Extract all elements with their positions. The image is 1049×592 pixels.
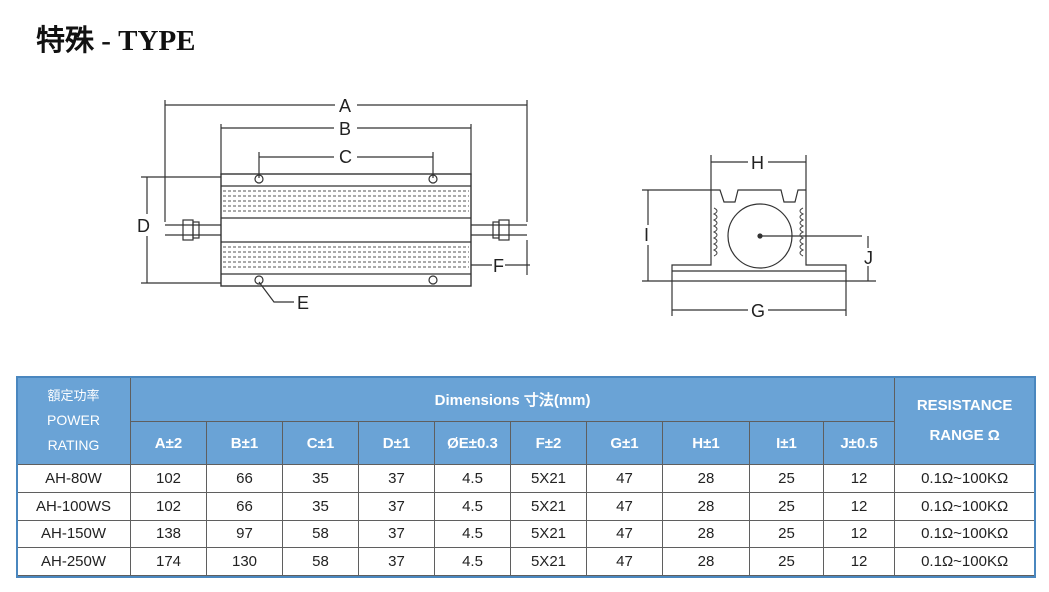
dimension-cell: 4.5	[434, 464, 511, 493]
dimension-cell: 28	[662, 464, 750, 493]
dimension-cell: 58	[282, 519, 359, 549]
dimension-cell: 66	[206, 464, 283, 493]
resistance-header-line2: RANGE Ω	[929, 426, 1000, 444]
dimension-cell: 130	[206, 547, 283, 576]
label-F: F	[493, 256, 504, 276]
dimension-cell: 12	[822, 464, 896, 493]
dimension-cell: 28	[662, 547, 750, 576]
dimension-cell: 47	[586, 464, 663, 493]
label-B: B	[339, 119, 351, 139]
resistance-cell: 0.1Ω~100KΩ	[894, 547, 1036, 576]
model-cell: AH-150W	[16, 519, 131, 549]
label-H: H	[751, 153, 764, 173]
column-header: ØE±0.3	[434, 421, 511, 466]
column-header: D±1	[358, 421, 435, 466]
resistance-cell: 0.1Ω~100KΩ	[894, 464, 1036, 493]
dimension-cell: 47	[586, 547, 663, 576]
dimension-cell: 174	[130, 547, 207, 576]
dimension-cell: 4.5	[434, 491, 511, 521]
column-header: F±2	[510, 421, 587, 466]
power-header-cn: 額定功率	[47, 388, 100, 404]
dimension-cell: 5X21	[510, 519, 587, 549]
dimension-cell: 25	[749, 547, 824, 576]
dimension-cell: 5X21	[510, 547, 587, 576]
dimension-cell: 102	[130, 464, 207, 493]
dimensions-header: Dimensions 寸法(mm)	[129, 375, 896, 423]
dimension-cell: 12	[822, 491, 896, 521]
dimension-cell: 28	[662, 491, 750, 521]
resistance-range-header: RESISTANCE RANGE Ω	[894, 375, 1036, 466]
dimension-cell: 138	[130, 519, 207, 549]
dimension-cell: 37	[358, 464, 435, 493]
power-header-en2: RATING	[47, 437, 100, 454]
label-A: A	[339, 96, 351, 116]
model-cell: AH-250W	[16, 547, 131, 576]
dimension-cell: 37	[358, 519, 435, 549]
column-header: C±1	[282, 421, 359, 466]
column-header: J±0.5	[822, 421, 896, 466]
resistance-cell: 0.1Ω~100KΩ	[894, 519, 1036, 549]
dimension-cell: 37	[358, 547, 435, 576]
dimension-cell: 4.5	[434, 547, 511, 576]
dimension-cell: 4.5	[434, 519, 511, 549]
page-title: 特殊 - TYPE	[36, 25, 196, 57]
label-G: G	[751, 301, 765, 321]
column-header: A±2	[130, 421, 207, 466]
dimension-cell: 35	[282, 464, 359, 493]
model-cell: AH-80W	[16, 464, 131, 493]
power-header-en1: POWER	[47, 412, 100, 429]
dimension-cell: 37	[358, 491, 435, 521]
dimension-cell: 5X21	[510, 491, 587, 521]
label-D: D	[137, 216, 150, 236]
dimension-cell: 58	[282, 547, 359, 576]
resistance-cell: 0.1Ω~100KΩ	[894, 491, 1036, 521]
label-C: C	[339, 147, 352, 167]
resistance-header-line1: RESISTANCE	[916, 396, 1013, 414]
column-header: B±1	[206, 421, 283, 466]
column-header: H±1	[662, 421, 750, 466]
dimension-cell: 35	[282, 491, 359, 521]
dimension-cell: 47	[586, 491, 663, 521]
dimension-cell: 25	[749, 464, 824, 493]
column-header: I±1	[749, 421, 824, 466]
dimension-cell: 47	[586, 519, 663, 549]
dimension-cell: 66	[206, 491, 283, 521]
resistor-drawing: A B C D E F G H I J	[137, 96, 876, 321]
dimension-cell: 5X21	[510, 464, 587, 493]
dimension-cell: 28	[662, 519, 750, 549]
dimension-cell: 25	[749, 519, 824, 549]
dimension-cell: 97	[206, 519, 283, 549]
column-header: G±1	[586, 421, 663, 466]
model-cell: AH-100WS	[16, 491, 131, 521]
dimension-cell: 12	[822, 547, 896, 576]
label-I: I	[644, 225, 649, 245]
dimension-cell: 102	[130, 491, 207, 521]
label-J: J	[864, 248, 873, 268]
dimension-cell: 12	[822, 519, 896, 549]
label-E: E	[297, 293, 309, 313]
spec-table: 額定功率 POWER RATING Dimensions 寸法(mm) RESI…	[16, 375, 1036, 576]
power-rating-header: 額定功率 POWER RATING	[16, 375, 131, 466]
dimension-cell: 25	[749, 491, 824, 521]
